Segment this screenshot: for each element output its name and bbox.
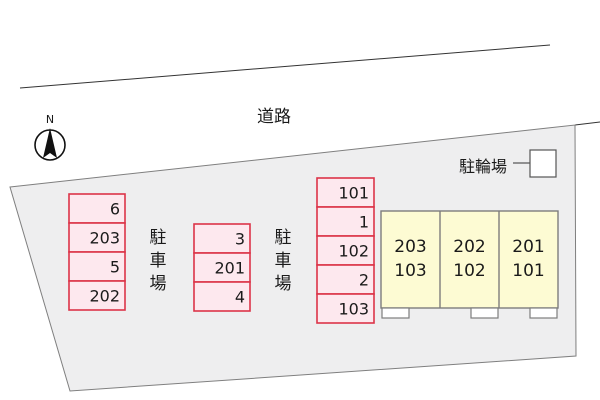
road-edge-upper — [19, 44, 551, 89]
parking-left-space — [68, 193, 126, 224]
parking-left-space-label: 203 — [89, 229, 120, 248]
parking-middle-space — [193, 281, 251, 312]
bicycle-parking: 駐輪場 — [459, 149, 557, 178]
parking-right-space-label: 2 — [359, 271, 369, 290]
north-arrow-icon: N — [34, 113, 66, 161]
unit-lower-label: 102 — [453, 261, 485, 281]
apartment-building: 203 103 202 102 201 101 — [380, 210, 559, 319]
parking-middle-space-label: 4 — [235, 288, 245, 307]
bicycle-parking-box — [529, 149, 557, 178]
parking-left-space — [68, 251, 126, 282]
svg-text:駐: 駐 — [275, 228, 292, 248]
parking-right-space — [316, 177, 375, 208]
road-label: 道路 — [257, 107, 291, 127]
unit-lower-label: 103 — [394, 261, 426, 281]
unit-upper-label: 201 — [512, 237, 544, 257]
parking-middle-label: 駐 車 場 — [275, 228, 292, 294]
parking-middle: 3 201 4 — [193, 223, 251, 312]
parking-left: 6 203 5 202 — [68, 193, 126, 311]
svg-text:車: 車 — [275, 251, 292, 271]
parking-left-space-label: 5 — [110, 258, 120, 277]
parking-middle-space-label: 3 — [235, 230, 245, 249]
unit-entrance — [470, 307, 499, 319]
parking-left-space-label: 202 — [89, 287, 120, 306]
north-label: N — [46, 113, 54, 126]
svg-text:車: 車 — [150, 251, 167, 271]
parking-left-space-label: 6 — [110, 200, 120, 219]
svg-text:場: 場 — [275, 274, 292, 294]
parking-right-space-label: 101 — [338, 184, 369, 203]
unit-lower-label: 101 — [512, 261, 544, 281]
parking-right-space-label: 103 — [338, 300, 369, 319]
property-lot — [9, 124, 577, 392]
unit-upper-label: 203 — [394, 237, 426, 257]
parking-right-space-label: 1 — [359, 213, 369, 232]
parking-middle-space — [193, 252, 251, 283]
parking-middle-space-label: 201 — [214, 259, 245, 278]
parking-left-space — [68, 222, 126, 253]
bicycle-parking-label: 駐輪場 — [459, 157, 507, 176]
svg-text:場: 場 — [150, 274, 167, 294]
building-outline — [380, 210, 559, 309]
parking-right-space — [316, 293, 375, 324]
parking-right: 101 1 102 2 103 — [316, 177, 375, 324]
parking-right-space — [316, 235, 375, 266]
parking-middle-space — [193, 223, 251, 254]
parking-right-space-label: 102 — [338, 242, 369, 261]
unit-upper-label: 202 — [453, 237, 485, 257]
svg-text:駐: 駐 — [150, 228, 167, 248]
unit-entrance — [381, 307, 410, 319]
unit-entrance — [529, 307, 558, 319]
parking-right-space — [316, 206, 375, 237]
parking-left-label: 駐 車 場 — [150, 228, 167, 294]
road-edge-lower — [574, 121, 600, 126]
parking-left-space — [68, 280, 126, 311]
